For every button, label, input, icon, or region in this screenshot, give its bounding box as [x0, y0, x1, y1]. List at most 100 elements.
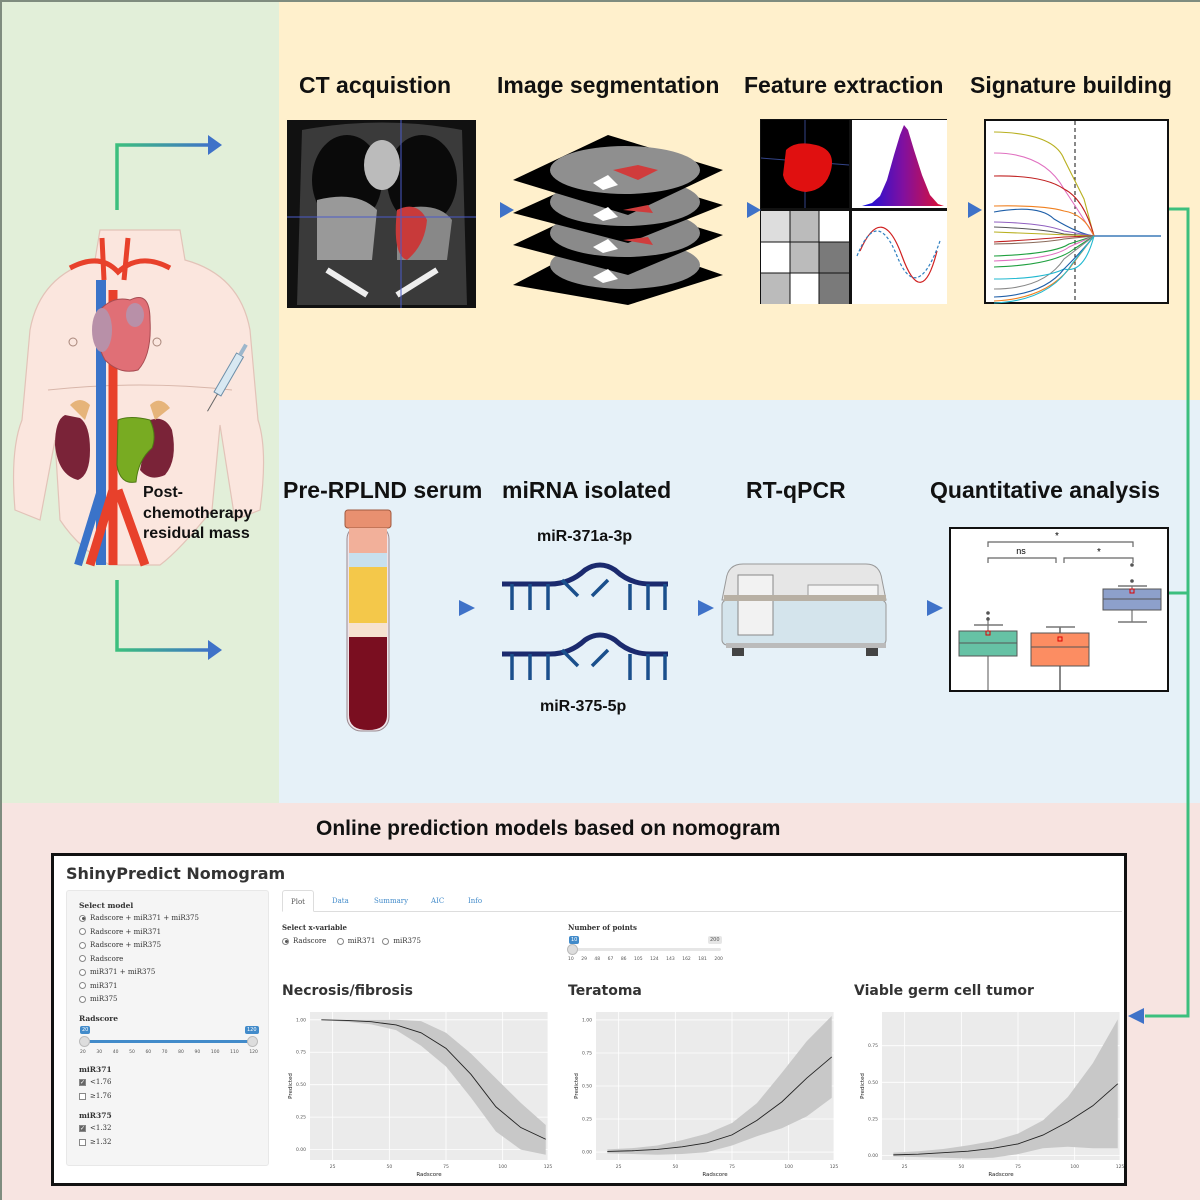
model-option-label: miR371	[90, 981, 118, 990]
arrow-ct-to-seg	[478, 202, 514, 218]
checkbox[interactable]: ✓	[79, 1124, 86, 1132]
model-option[interactable]: miR371 + miR375	[79, 968, 155, 976]
slider-tick-label: 86	[620, 957, 627, 962]
mass-label-line3: residual mass	[143, 525, 250, 542]
slider-tick-label: 29	[581, 957, 587, 962]
model-option[interactable]: miR371	[79, 982, 118, 990]
tab-plot[interactable]: Plot	[282, 890, 314, 912]
x-tick-label: 75	[729, 1164, 735, 1170]
slider-tick-label: 143	[666, 957, 675, 962]
xvar-option-label: Radscore	[293, 937, 327, 945]
model-option-label: Radscore	[90, 954, 124, 963]
model-option[interactable]: Radscore + miR371 + miR375	[79, 914, 199, 922]
radscore-slider-max-handle[interactable]	[247, 1036, 258, 1047]
slider-tick-label: 67	[607, 957, 614, 962]
checkbox[interactable]: ✓	[79, 1078, 86, 1086]
npoints-slider-handle[interactable]	[567, 944, 578, 955]
y-tick-label: 0.25	[582, 1117, 592, 1123]
xvar-option[interactable]: miR375	[382, 937, 421, 945]
x-axis-label: Radscore	[988, 1172, 1014, 1178]
xvar-option[interactable]: miR371	[336, 937, 376, 945]
checkbox-option[interactable]: ✓<1.32	[79, 1124, 111, 1132]
radscore-slider-track[interactable]	[84, 1040, 254, 1043]
x-tick-label: 50	[958, 1164, 964, 1170]
x-tick-label: 125	[1116, 1164, 1125, 1170]
radscore-slider-min-handle[interactable]	[79, 1036, 90, 1047]
y-tick-label: 0.00	[296, 1147, 306, 1153]
slider-tick-label: 105	[634, 957, 643, 962]
step-title-features: Feature extraction	[744, 72, 944, 98]
radscore-max-tag: 120	[245, 1026, 259, 1034]
slider-tick-label: 48	[594, 957, 601, 962]
tab-data[interactable]: Data	[332, 897, 349, 905]
y-tick-label: 0.25	[868, 1116, 878, 1122]
y-tick-label: 0.75	[296, 1050, 306, 1056]
step-title-ct: CT acquistion	[299, 72, 452, 98]
plot-title-viable: Viable germ cell tumor	[854, 983, 1034, 999]
model-option[interactable]: Radscore + miR375	[79, 941, 161, 949]
y-tick-label: 0.50	[296, 1082, 306, 1088]
tab-aic[interactable]: AIC	[431, 897, 445, 905]
checkbox-label: ≥1.76	[90, 1092, 112, 1100]
y-axis-label: Predicted	[288, 1073, 294, 1099]
radio-button[interactable]	[79, 982, 86, 989]
slider-tick-label: 100	[210, 1050, 220, 1055]
y-tick-label: 0.50	[868, 1080, 878, 1086]
checkbox[interactable]	[79, 1138, 86, 1146]
arrow-to-mirna	[115, 580, 222, 660]
radio-button[interactable]	[79, 914, 86, 922]
step-title-rtqpcr: RT-qPCR	[746, 477, 846, 503]
step-title-signature: Signature building	[970, 72, 1172, 98]
slider-tick-label: 40	[112, 1050, 119, 1055]
checkbox-label: <1.76	[90, 1078, 112, 1086]
npoints-slider-track[interactable]	[571, 948, 721, 951]
radio-button[interactable]	[79, 928, 86, 935]
segmentation-stack-image	[513, 135, 723, 305]
checkbox-option[interactable]: ✓ <1.76	[79, 1078, 111, 1086]
select-model-label: Select model	[79, 901, 134, 910]
y-tick-label: 0.25	[296, 1115, 306, 1121]
radio-button[interactable]	[336, 937, 344, 945]
pcr-machine-icon	[721, 563, 887, 656]
x-tick-label: 125	[830, 1164, 839, 1170]
slider-tick-label: 80	[178, 1050, 184, 1055]
slider-tick-label: 181	[698, 957, 707, 962]
model-option[interactable]: Radscore + miR371	[79, 928, 161, 936]
radscore-min-tag: 20	[80, 1026, 91, 1034]
tab-summary[interactable]: Summary	[374, 897, 409, 905]
radio-button[interactable]	[79, 955, 86, 962]
checkbox-option[interactable]: ≥1.32	[79, 1138, 111, 1146]
human-body-illustration	[12, 229, 265, 567]
radio-button[interactable]	[79, 941, 86, 949]
step-title-segmentation: Image segmentation	[497, 72, 720, 98]
serum-tube-icon	[344, 509, 392, 732]
x-tick-label: 100	[1070, 1164, 1079, 1170]
mass-label-line1: Post-	[143, 484, 183, 501]
x-tick-label: 75	[443, 1164, 449, 1170]
arrow-to-radiomics	[115, 135, 222, 210]
mirna-label-375: miR-375-5p	[540, 698, 627, 715]
radio-button[interactable]	[282, 937, 289, 945]
x-tick-label: 50	[386, 1164, 392, 1170]
wavelet-curve-image	[852, 211, 947, 304]
xvar-option[interactable]: Radscore	[282, 937, 326, 945]
radio-button[interactable]	[79, 995, 86, 1003]
model-option[interactable]: miR375	[79, 995, 118, 1003]
confidence-band	[321, 1019, 546, 1155]
radio-button[interactable]	[382, 937, 390, 945]
slider-tick-label: 30	[96, 1050, 103, 1055]
tab-info[interactable]: Info	[468, 897, 483, 905]
checkbox-option[interactable]: ≥1.76	[79, 1092, 111, 1100]
xvar-option-label: miR371	[347, 937, 376, 945]
radio-button[interactable]	[79, 968, 86, 976]
x-tick-label: 100	[784, 1164, 793, 1170]
checkbox-label: ≥1.32	[90, 1138, 112, 1146]
model-option[interactable]: Radscore	[79, 955, 123, 963]
ct-scan-image	[287, 120, 476, 308]
checkbox[interactable]	[79, 1092, 86, 1100]
model-option-label: Radscore + miR375	[90, 941, 162, 949]
slider-tick-label: 10	[568, 957, 574, 962]
